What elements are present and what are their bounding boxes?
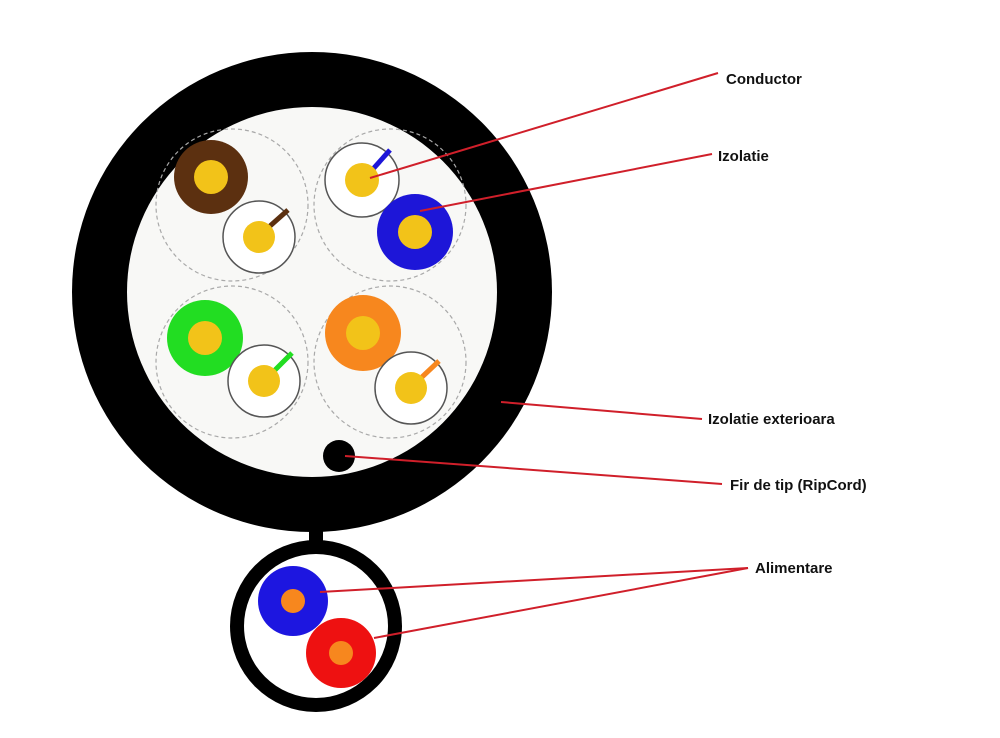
pair-orange <box>325 295 448 425</box>
leader-ripcord <box>344 455 723 485</box>
leader-power-blue <box>319 567 749 593</box>
label-conductor: Conductor <box>726 71 802 88</box>
leader-lines <box>319 72 749 639</box>
pair-boundary-blue <box>313 128 467 282</box>
power-cable <box>230 540 402 712</box>
conductor-blue-solid <box>398 215 432 249</box>
conductor-orange-striped <box>395 372 427 404</box>
pair-blue <box>324 142 453 270</box>
conductor-brown-striped <box>243 221 275 253</box>
pair-boundary-brown <box>155 128 309 282</box>
leader-power-red <box>373 567 749 639</box>
pair-boundary-orange <box>313 285 467 439</box>
conductor-brown-solid <box>194 160 228 194</box>
pair-brown <box>174 140 296 274</box>
label-power: Alimentare <box>755 560 833 577</box>
label-insulation: Izolatie <box>718 148 769 165</box>
power-conductor-red <box>329 641 353 665</box>
main-cable <box>72 52 552 532</box>
label-ripcord: Fir de tip (RipCord) <box>730 477 867 494</box>
leader-outer-insulation <box>500 401 703 420</box>
conductor-green-solid <box>188 321 222 355</box>
pair-boundary-green <box>155 285 309 439</box>
leader-conductor <box>369 72 719 179</box>
conductor-orange-solid <box>346 316 380 350</box>
power-conductor-blue <box>281 589 305 613</box>
pair-green <box>167 300 301 418</box>
conductor-blue-striped <box>345 163 379 197</box>
stripe-blue <box>371 148 392 171</box>
ripcord <box>323 440 355 472</box>
stripe-brown <box>268 208 290 228</box>
stripe-green <box>273 351 294 372</box>
conductor-green-striped <box>248 365 280 397</box>
label-outer-insulation: Izolatie exterioara <box>708 411 835 428</box>
leader-insulation <box>419 153 713 212</box>
stripe-orange <box>420 359 441 379</box>
